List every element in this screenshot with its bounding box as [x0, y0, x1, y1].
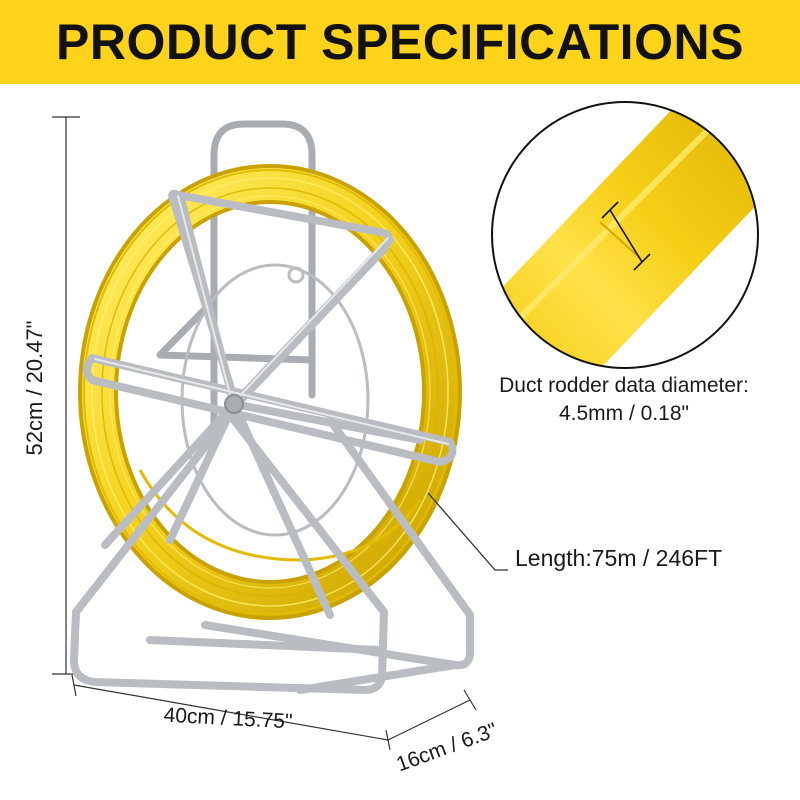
- height-dimension-label: 52cm / 20.47": [22, 320, 47, 456]
- length-leader-line: [427, 492, 508, 571]
- height-dimension-line: [52, 116, 80, 675]
- reel-frame-front: [70, 189, 474, 694]
- diameter-callout: Duct rodder data diameter: 4.5mm / 0.18": [474, 372, 774, 428]
- diameter-callout-value: 4.5mm / 0.18": [558, 402, 689, 425]
- reel-axle: [224, 394, 244, 414]
- depth-dimension-line: [387, 689, 477, 741]
- reel-frame-highlight: [94, 195, 449, 445]
- diameter-callout-title: Duct rodder data diameter:: [499, 374, 749, 397]
- length-callout: Length:75m / 246FT: [515, 545, 723, 571]
- reel-frame-back: [156, 120, 316, 434]
- page-title: PRODUCT SPECIFICATIONS: [56, 14, 744, 70]
- diameter-zoom-detail: [491, 101, 759, 369]
- header-banner: PRODUCT SPECIFICATIONS: [0, 0, 800, 84]
- rodder-coil: [78, 164, 462, 620]
